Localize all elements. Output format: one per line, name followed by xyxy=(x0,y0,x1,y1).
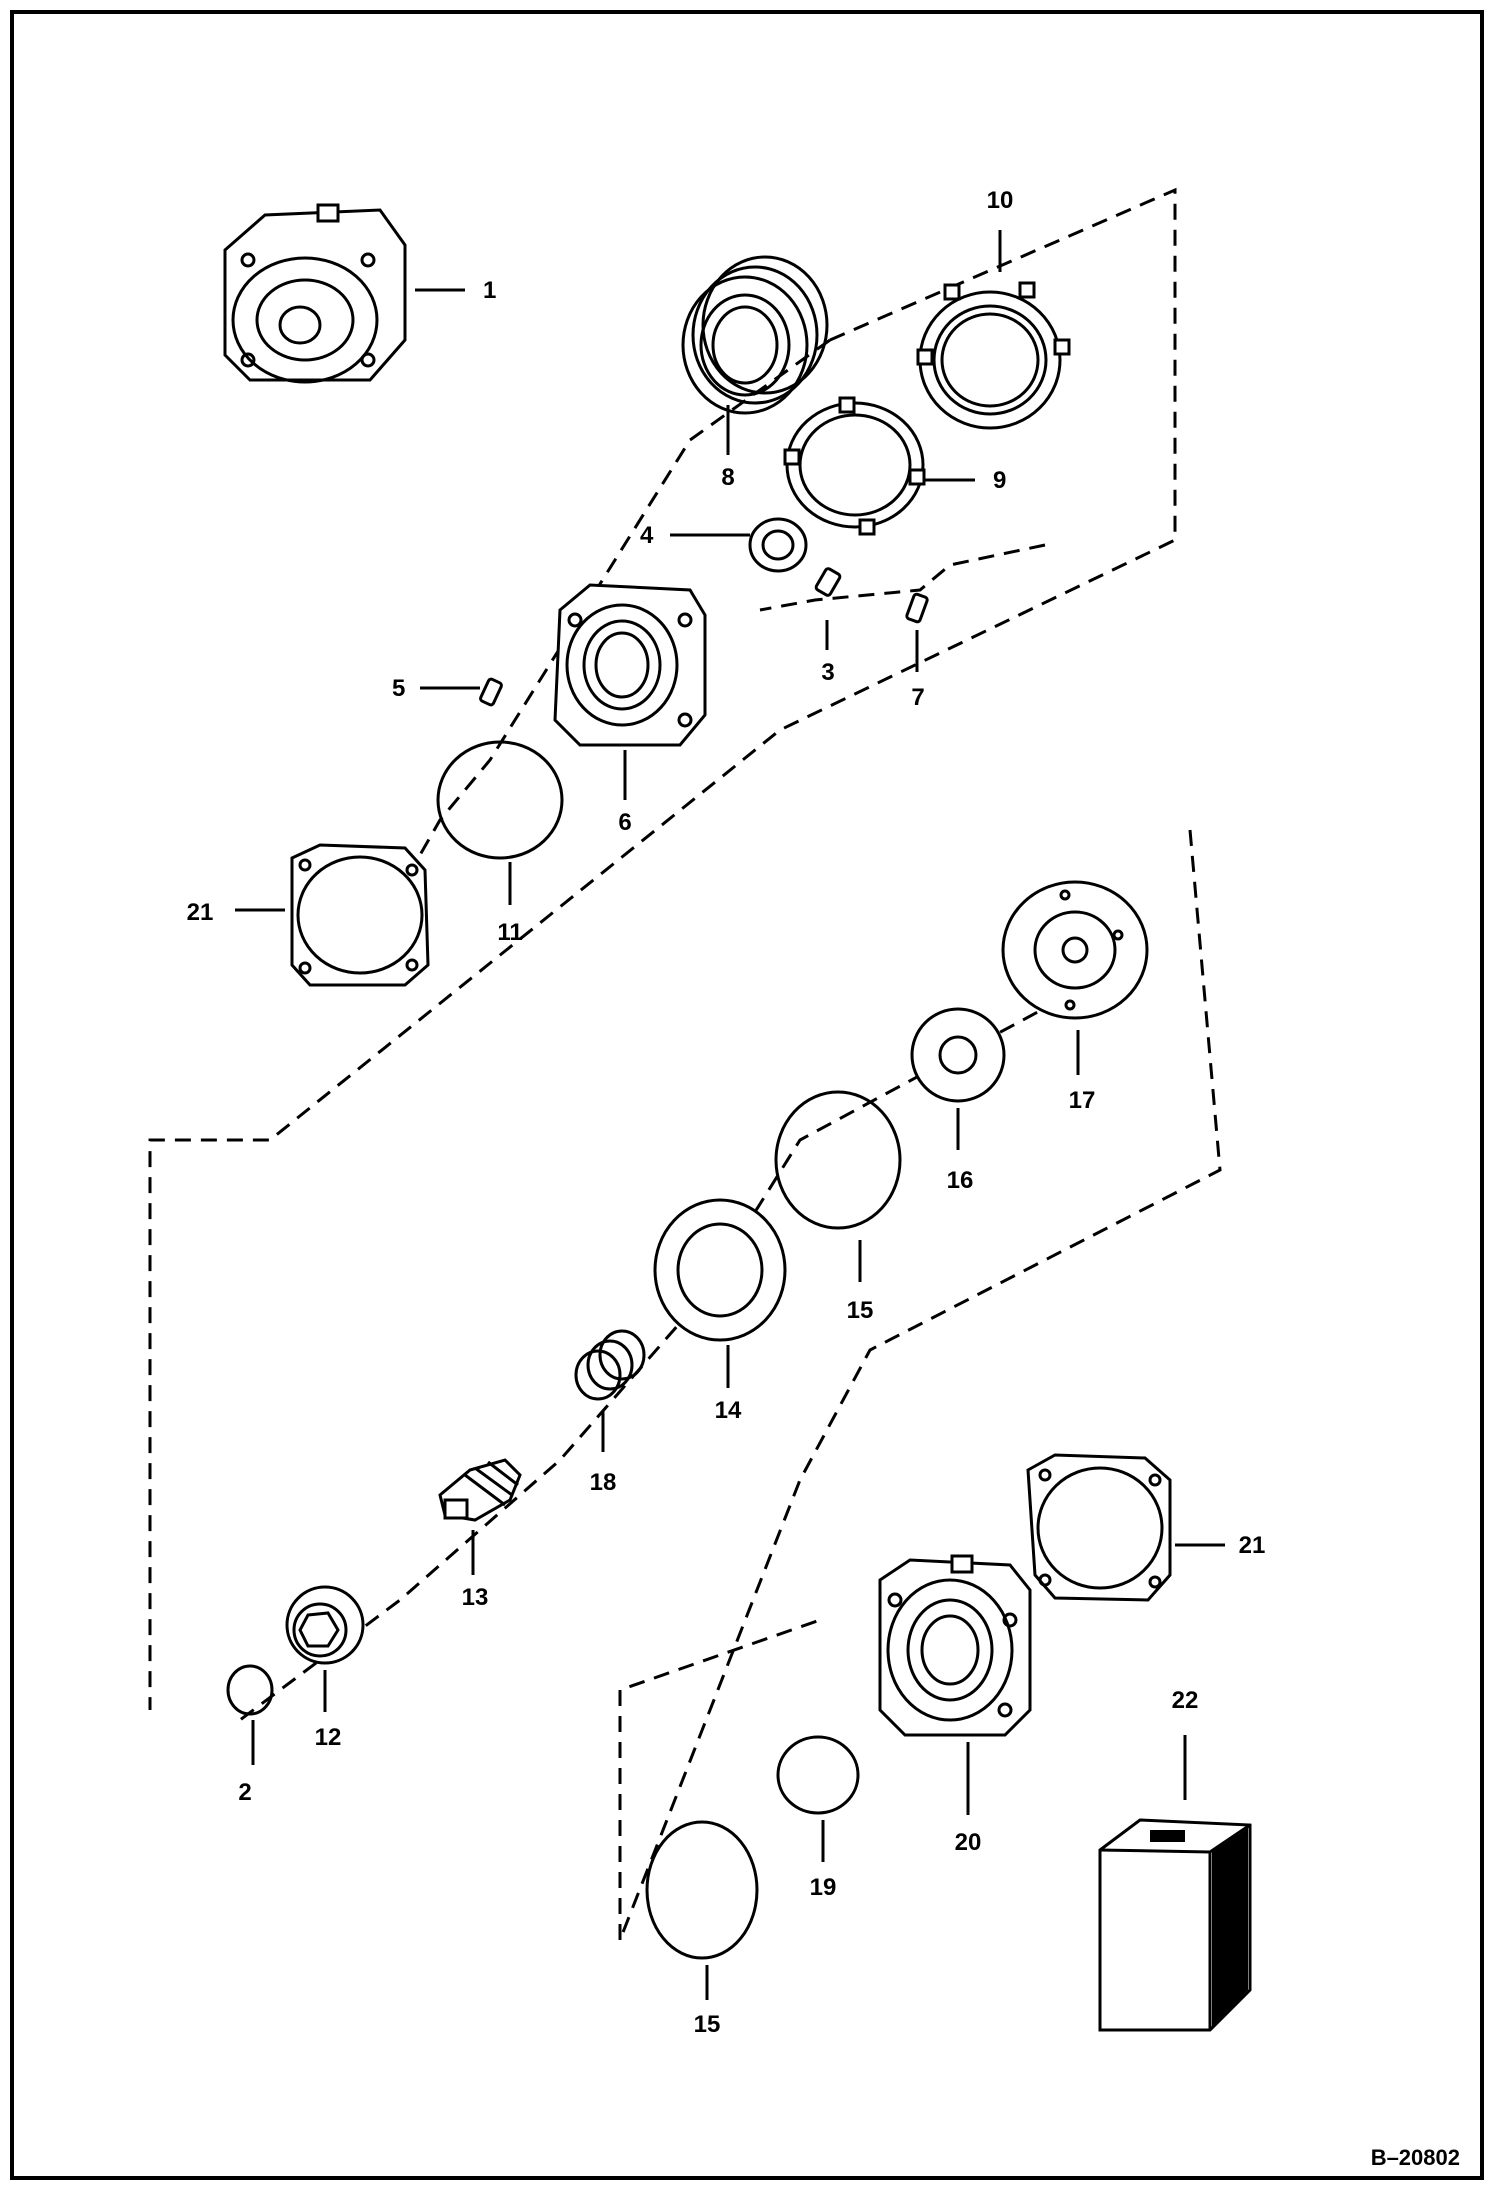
part-2-snap-ring xyxy=(226,1664,274,1716)
callout-15-lower: 15 xyxy=(694,2011,721,2038)
part-1-motor-housing xyxy=(223,203,407,384)
callout-3: 3 xyxy=(821,659,834,686)
callout-labels: 1 2 3 4 5 6 7 8 9 10 11 12 13 14 15 15 1… xyxy=(187,187,1266,2038)
assembly-line-upper xyxy=(148,187,1177,1710)
callout-22: 22 xyxy=(1172,1687,1199,1714)
assembly-line-axis-1 xyxy=(398,338,831,891)
callout-10: 10 xyxy=(987,187,1014,214)
callout-9: 9 xyxy=(993,467,1006,494)
part-4-seal xyxy=(748,517,808,573)
callout-18: 18 xyxy=(590,1469,617,1496)
callout-8: 8 xyxy=(721,464,734,491)
part-21-gasket-upper xyxy=(290,843,430,987)
part-8-springs xyxy=(681,255,829,415)
callout-4: 4 xyxy=(640,522,654,549)
assembly-line-lower xyxy=(618,829,1222,1941)
part-6-brake-housing xyxy=(553,583,707,747)
part-16-washer xyxy=(910,1007,1006,1103)
part-9-separator-plate xyxy=(783,396,926,536)
callout-5: 5 xyxy=(392,675,405,702)
callout-21-lower: 21 xyxy=(1239,1532,1266,1559)
assembly-lines xyxy=(148,187,1222,1941)
callout-6: 6 xyxy=(618,809,631,836)
part-14-thrust-washer xyxy=(653,1198,787,1342)
part-20-housing xyxy=(878,1554,1032,1737)
part-21-gasket-lower xyxy=(1026,1453,1172,1602)
callout-2: 2 xyxy=(238,1779,251,1806)
callout-14: 14 xyxy=(715,1397,742,1424)
part-19-ring xyxy=(776,1735,860,1815)
callout-21-upper: 21 xyxy=(187,899,214,926)
part-13-shaft xyxy=(438,1458,522,1522)
callout-20: 20 xyxy=(955,1829,982,1856)
callout-15-upper: 15 xyxy=(847,1297,874,1324)
assembly-line-pin xyxy=(759,543,1046,612)
part-18-spring xyxy=(574,1329,646,1401)
part-22-seal-kit-box xyxy=(1098,1818,1252,2032)
part-5-bolt xyxy=(479,677,503,707)
leader-lines xyxy=(235,230,1225,2000)
reference-number: B–20802 xyxy=(1371,2145,1460,2170)
part-7-bolt xyxy=(905,592,929,624)
callout-7: 7 xyxy=(911,684,924,711)
callout-16: 16 xyxy=(947,1167,974,1194)
callout-1: 1 xyxy=(483,277,496,304)
part-17-end-plate xyxy=(1001,880,1149,1020)
part-12-bearing xyxy=(285,1585,365,1665)
callout-13: 13 xyxy=(462,1584,489,1611)
part-3-pin xyxy=(814,567,842,597)
assembly-line-axis-2 xyxy=(618,1618,821,1940)
callout-19: 19 xyxy=(810,1874,837,1901)
part-10-friction-disc xyxy=(916,281,1071,430)
callout-12: 12 xyxy=(315,1724,342,1751)
callout-17: 17 xyxy=(1069,1087,1096,1114)
part-15-ring-upper xyxy=(774,1090,902,1230)
part-11-ring xyxy=(436,740,564,860)
part-15-ring-lower xyxy=(645,1820,759,1960)
callout-11: 11 xyxy=(497,919,522,946)
assembly-line-axis-3 xyxy=(239,998,1061,1722)
